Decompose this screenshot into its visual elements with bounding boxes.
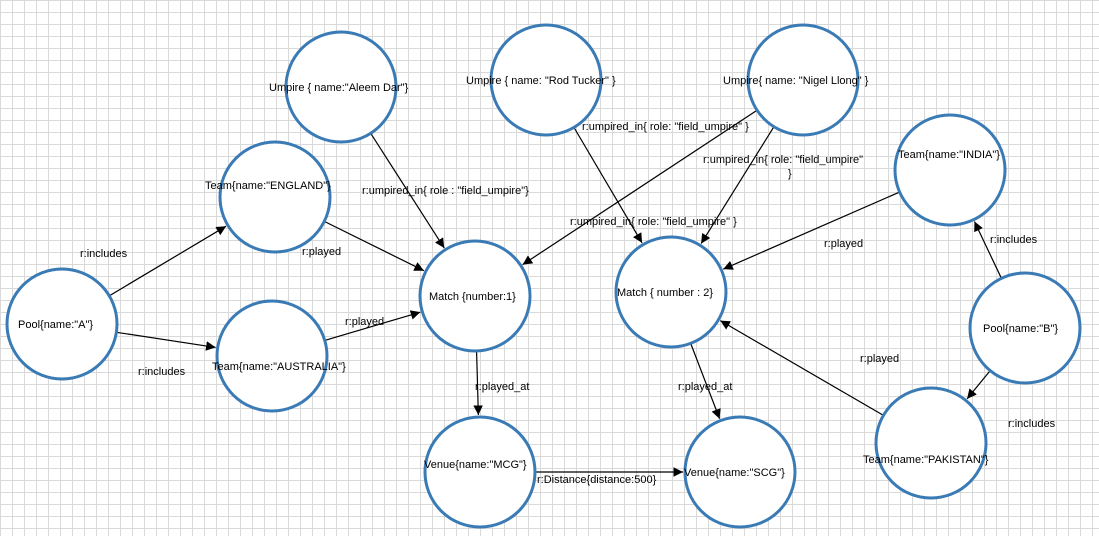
node-circle-match2 [614,235,728,349]
edge-label-e8: r:umpired_in{ role: "field_umpire"} [703,154,863,180]
edge-label-e7: r:umpired_in{ role: "field_umpire" } [570,216,737,228]
node-label-rod: Umpire { name: "Rod Tucker" } [466,75,616,87]
node-india[interactable]: Team{name:"INDIA"} [893,113,1007,227]
edge-label-e13: r:played_at [475,381,529,393]
node-circle-mcg [423,415,537,529]
edge-label-e11: r:includes [990,234,1038,246]
edge-label-e9: r:played [824,238,863,250]
node-match1[interactable]: Match {number:1} [418,239,532,353]
node-mcg[interactable]: Venue{name:"MCG"} [423,415,537,529]
node-rod[interactable]: Umpire { name: "Rod Tucker" } [466,23,616,137]
edge-label-e6: r:umpired_in{ role: "field_umpire" } [582,121,749,133]
edge-label-e2: r:includes [138,366,186,378]
node-poolB[interactable]: Pool{name:"B"} [968,271,1082,385]
edge-nigel-to-match2 [700,126,775,244]
node-circle-australia [215,299,329,413]
edge-match1-to-mcg [473,350,483,416]
edge-label-e1: r:includes [80,248,128,260]
nodes-layer: Umpire { name:"Aleem Dar"} Umpire { name:… [5,23,1082,529]
node-pakistan[interactable]: Team{name:"PAKISTAN"} [863,386,989,500]
node-circle-nigel [746,23,860,137]
node-label-scg: Venue{name:"SCG"} [684,467,785,479]
edge-pakistan-to-match2 [719,320,884,416]
node-circle-pakistan [874,386,988,500]
edge-poolB-to-india [973,221,1002,279]
node-scg[interactable]: Venue{name:"SCG"} [683,415,797,529]
node-label-poolB: Pool{name:"B"} [983,323,1058,335]
edge-label-e15: r:Distance{distance:500} [537,474,657,486]
node-circle-rod [489,23,603,137]
edge-match2-to-scg [690,343,721,419]
node-england[interactable]: Team{name:"ENGLAND"} [205,140,332,254]
node-circle-india [893,113,1007,227]
edge-poolA-to-england [108,225,227,297]
node-circle-england [218,140,332,254]
node-label-aleem: Umpire { name:"Aleem Dar"} [269,82,409,94]
edge-nigel-to-match1 [522,109,758,266]
node-circle-scg [683,415,797,529]
node-australia[interactable]: Team{name:"AUSTRALIA"} [212,299,346,413]
edge-poolA-to-australia [116,331,216,351]
node-poolA[interactable]: Pool{name:"A"} [5,267,119,381]
edge-rod-to-match2 [573,127,643,244]
node-circle-match1 [418,239,532,353]
node-aleem[interactable]: Umpire { name:"Aleem Dar"} [269,30,409,144]
edge-label-e14: r:played_at [678,381,732,393]
edge-india-to-match2 [722,191,900,270]
node-label-match1: Match {number:1} [429,291,516,303]
edge-label-e10: r:played [860,353,899,365]
node-match2[interactable]: Match { number : 2} [614,235,728,349]
node-label-mcg: Venue{name:"MCG"} [424,459,527,471]
node-label-england: Team{name:"ENGLAND"} [205,180,331,192]
node-label-nigel: Umpire{ name: "Nigel Llong" } [723,75,869,87]
edge-label-e12: r:includes [1008,418,1056,430]
edges-layer [108,109,1002,477]
node-label-australia: Team{name:"AUSTRALIA"} [212,361,346,373]
node-label-pakistan: Team{name:"PAKISTAN"} [863,454,989,466]
node-circle-poolB [968,271,1082,385]
node-label-india: Team{name:"INDIA"} [898,149,1000,161]
node-label-poolA: Pool{name:"A"} [18,319,93,331]
node-nigel[interactable]: Umpire{ name: "Nigel Llong" } [723,23,869,137]
node-label-match2: Match { number : 2} [617,287,713,299]
edge-label-e3: r:played [302,246,341,258]
edge-labels-layer: r:includes r:includes r:played r:played r:um… [80,121,1056,486]
node-circle-aleem [284,30,398,144]
node-circle-poolA [5,267,119,381]
edge-england-to-match1 [324,220,425,272]
edge-australia-to-match1 [324,310,421,341]
edge-label-e4: r:played [345,316,384,328]
edge-label-e5: r:umpired_in{ role : "field_umpire"} [362,185,529,197]
edge-aleem-to-match1 [370,132,445,249]
edge-poolB-to-pakistan [966,370,991,400]
